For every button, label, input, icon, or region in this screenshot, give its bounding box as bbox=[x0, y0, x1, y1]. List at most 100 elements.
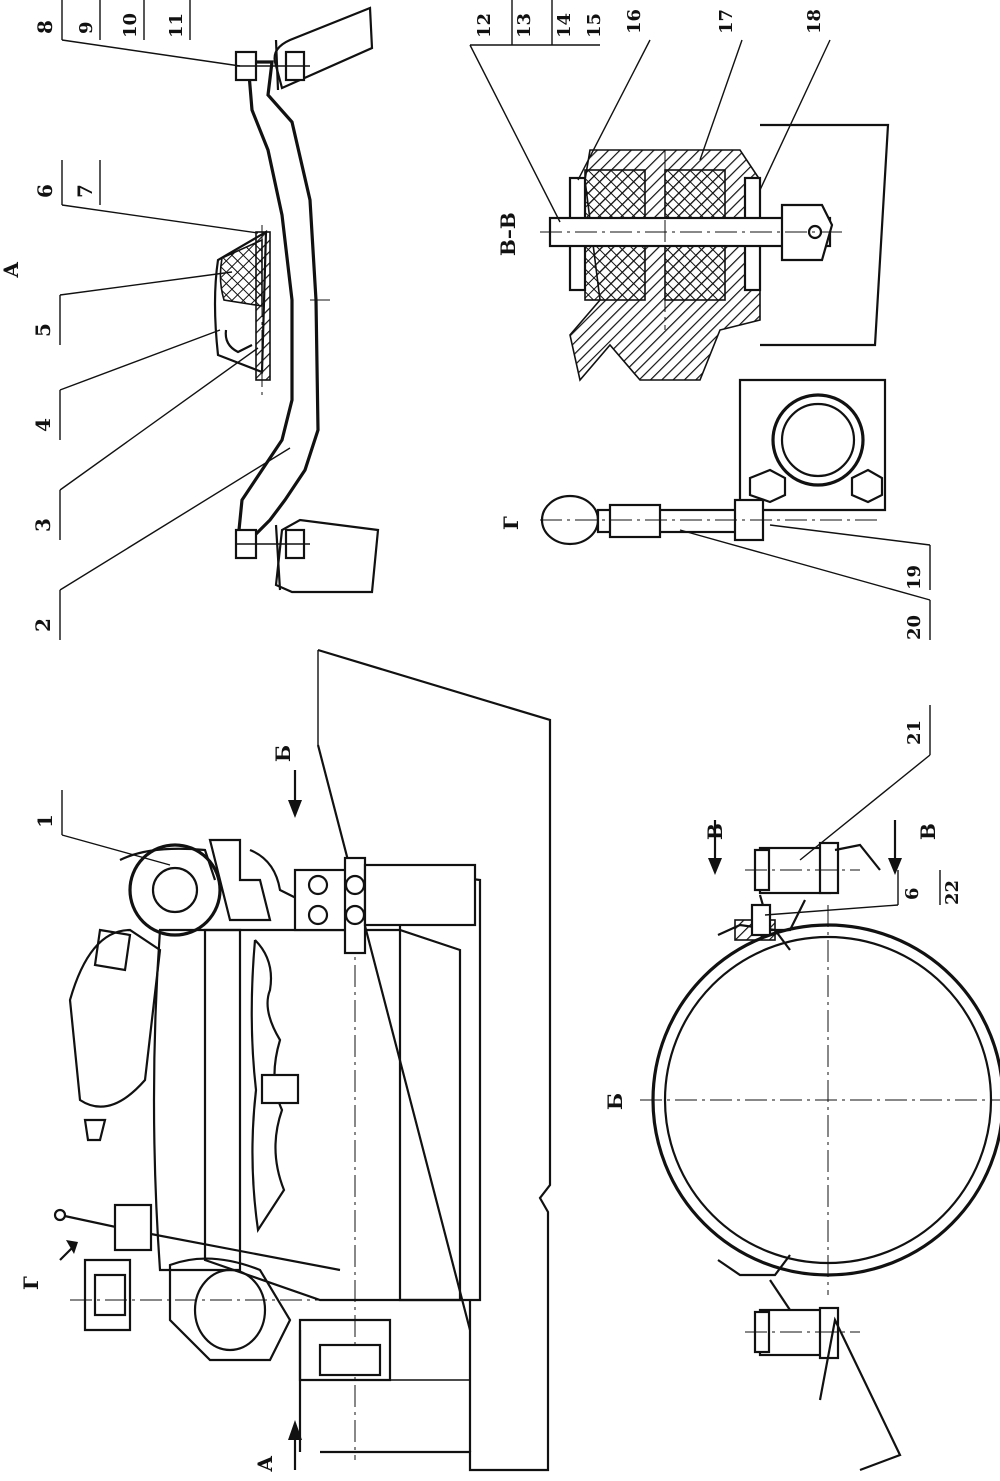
leader-2 bbox=[59, 447, 291, 591]
cut-v-top-label: В bbox=[703, 823, 727, 840]
rear-mount-bracket bbox=[83, 1258, 132, 1332]
view-arrow-b: Б bbox=[271, 745, 302, 818]
throttle-rod bbox=[59, 1213, 341, 1272]
mount-hole-inner bbox=[780, 402, 856, 478]
leader-3 bbox=[59, 347, 259, 491]
view-b-clamp bbox=[640, 841, 1000, 1472]
frame-rail bbox=[317, 648, 552, 1472]
view-arrow-a: А bbox=[253, 1420, 302, 1472]
callout-8: 8 bbox=[33, 20, 57, 34]
lower-frame-bracket bbox=[274, 518, 380, 594]
callout-11: 11 bbox=[166, 13, 187, 38]
cushion-retainer bbox=[224, 329, 253, 354]
leader-6b bbox=[764, 904, 899, 916]
leader-21 bbox=[799, 754, 931, 861]
clamp-band-bottom bbox=[717, 1254, 791, 1277]
callout-7: 7 bbox=[73, 184, 97, 198]
cushion-washer bbox=[255, 231, 271, 381]
exhaust-manifold bbox=[68, 928, 162, 1108]
callout-2: 2 bbox=[31, 618, 55, 632]
throttle-linkage bbox=[113, 1203, 153, 1252]
intake-manifold bbox=[250, 939, 286, 1234]
front-mount-bolt-2 bbox=[307, 904, 329, 926]
callout-5: 5 bbox=[31, 323, 55, 337]
belt-guard bbox=[119, 847, 217, 881]
callout-19: 19 bbox=[904, 565, 925, 590]
front-crossmember-stub bbox=[363, 863, 477, 927]
frame-stub-bottom bbox=[818, 1316, 902, 1472]
callout-13: 13 bbox=[514, 13, 535, 38]
front-mount-bolt-3 bbox=[344, 874, 366, 896]
section-v-v bbox=[540, 123, 890, 382]
leader-5 bbox=[59, 271, 233, 296]
leader-16 bbox=[577, 39, 651, 181]
rod-nut bbox=[748, 468, 787, 504]
bracket-bottom-nut-right bbox=[818, 1306, 840, 1360]
leader-12 bbox=[469, 44, 561, 223]
leader-18 bbox=[759, 39, 831, 191]
front-mount-bolt-1 bbox=[307, 874, 329, 896]
view-g-arrow-label: Г bbox=[19, 1276, 43, 1290]
callout-6b: 6 bbox=[902, 887, 923, 900]
callout-17: 17 bbox=[716, 9, 737, 34]
callouts-8-11: 8 9 10 11 bbox=[33, 0, 241, 67]
leader-4 bbox=[59, 329, 221, 391]
bracket-bottom-web bbox=[769, 1279, 791, 1311]
view-g-label: Г bbox=[499, 516, 523, 530]
section-cut-markers: В В bbox=[703, 820, 940, 875]
callout-16: 16 bbox=[624, 9, 645, 34]
flywheel-housing bbox=[168, 1257, 292, 1362]
leader-8 bbox=[61, 39, 241, 67]
view-a-crossmember bbox=[213, 6, 380, 594]
drain-plug bbox=[83, 1118, 107, 1142]
view-b-label: Б bbox=[603, 1093, 627, 1110]
callouts-19-20: 19 20 bbox=[679, 524, 931, 640]
callout-14: 14 bbox=[554, 13, 575, 38]
frame-stub-top bbox=[834, 843, 881, 871]
callout-20: 20 bbox=[904, 615, 925, 640]
leader-17 bbox=[699, 39, 743, 161]
plate-nut bbox=[850, 468, 884, 504]
engine-side-view bbox=[53, 648, 552, 1472]
callout-12: 12 bbox=[474, 13, 495, 38]
callouts-6-7: 6 7 bbox=[33, 160, 259, 234]
callout-3: 3 bbox=[31, 518, 55, 532]
transmission-mount bbox=[318, 1343, 382, 1377]
callout-22: 22 bbox=[942, 880, 963, 905]
water-pipe bbox=[249, 848, 301, 901]
clamp-nut-top bbox=[750, 903, 772, 937]
callout-1: 1 bbox=[33, 814, 57, 828]
callout-6: 6 bbox=[33, 184, 57, 198]
view-a-label: А bbox=[0, 261, 23, 278]
callouts-view-a: 2 3 4 5 bbox=[31, 271, 291, 640]
callout-21: 21 bbox=[904, 720, 925, 745]
pipe-coupling bbox=[93, 928, 132, 972]
callouts-12-18: 12 13 14 15 16 17 18 bbox=[469, 0, 831, 223]
engine-block bbox=[203, 928, 462, 1302]
callout-15: 15 bbox=[584, 13, 605, 38]
throttle-rod-end bbox=[53, 1208, 67, 1222]
callout-18: 18 bbox=[804, 9, 825, 34]
view-b-arrow-label: Б bbox=[271, 745, 295, 762]
thermostat-housing bbox=[208, 838, 272, 922]
pulley-hub bbox=[151, 866, 199, 914]
view-g-rod bbox=[540, 378, 887, 546]
view-a-arrow-label: А bbox=[253, 1455, 277, 1472]
bracket-top-nut-right bbox=[818, 841, 840, 895]
callout-4: 4 bbox=[31, 418, 55, 432]
flywheel bbox=[193, 1268, 267, 1352]
valve-cover bbox=[152, 928, 242, 1272]
leader-20 bbox=[679, 529, 931, 601]
callouts-21-22: 21 6 22 bbox=[764, 705, 963, 916]
callout-9: 9 bbox=[76, 21, 97, 34]
callout-10: 10 bbox=[120, 13, 141, 38]
rod-bracket-plate bbox=[738, 378, 887, 512]
frame-rail-diagonal bbox=[316, 744, 472, 1331]
view-arrow-g: Г bbox=[19, 1240, 78, 1290]
section-v-v-label: В–В bbox=[496, 212, 520, 256]
lower-bracket-plate bbox=[274, 524, 282, 591]
cut-v-bottom-label: В bbox=[916, 823, 940, 840]
upper-bracket-plate bbox=[274, 39, 280, 91]
mount-hole-outer bbox=[771, 393, 865, 487]
leader-6 bbox=[61, 204, 259, 234]
